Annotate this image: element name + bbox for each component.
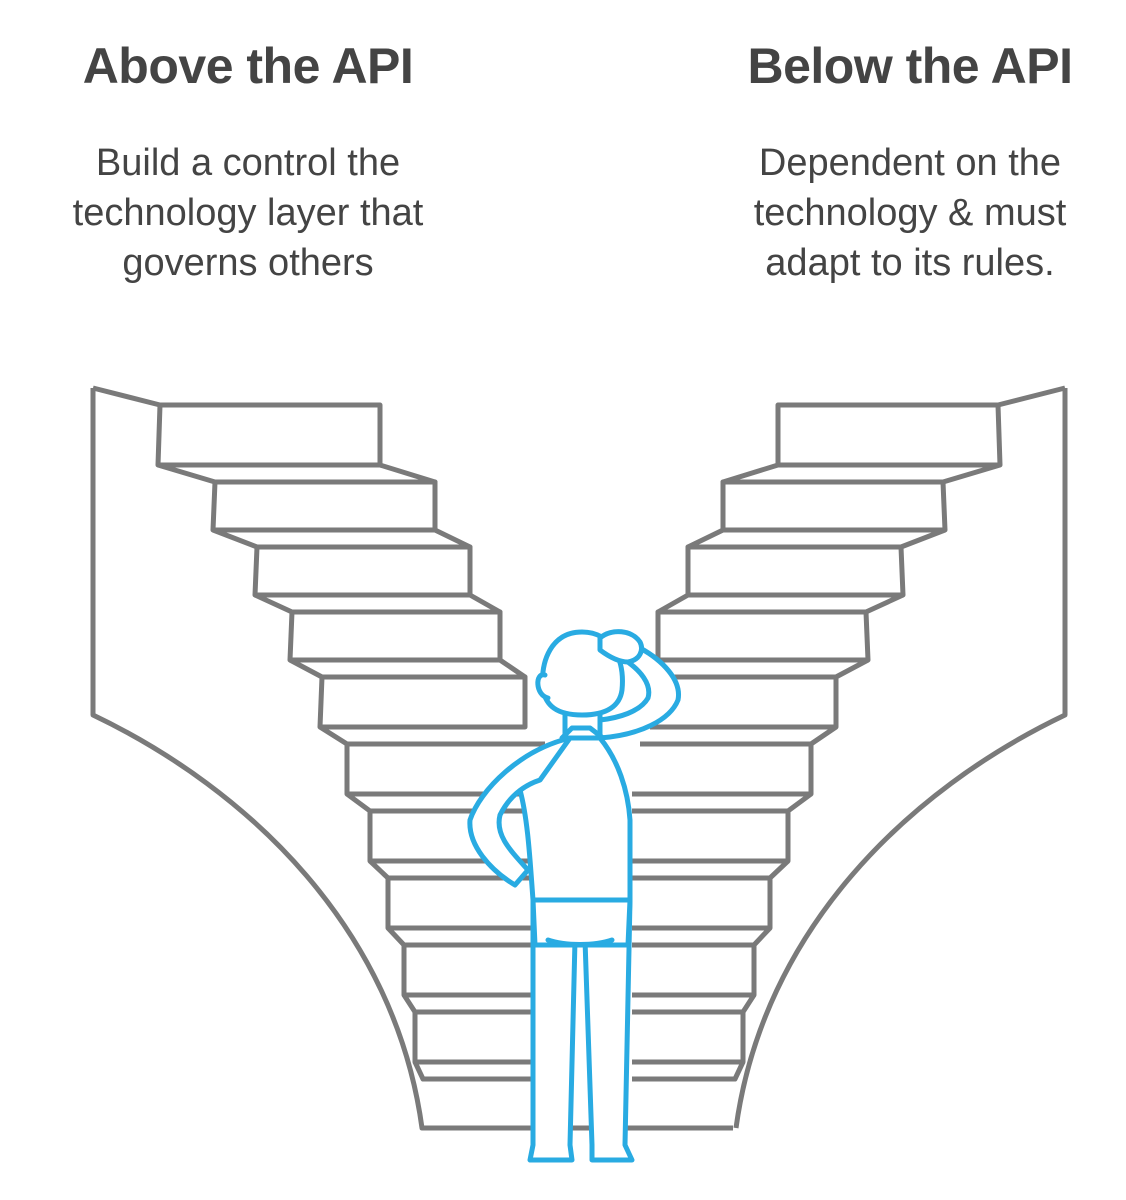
- left-staircase-wall-top: [92, 385, 161, 408]
- below-api-description: Dependent on the technology & must adapt…: [670, 102, 1126, 288]
- thinking-person-icon: [467, 629, 681, 1163]
- right-stair-steps: [632, 402, 1003, 1082]
- below-api-description-line: adapt to its rules.: [765, 242, 1055, 284]
- above-api-column: Above the API Build a control the techno…: [8, 30, 488, 288]
- right-staircase: [632, 385, 1068, 1129]
- above-api-title: Above the API: [82, 38, 414, 94]
- person-ear-left: [535, 672, 551, 701]
- right-staircase-wall: [733, 388, 1068, 1129]
- below-api-title: Below the API: [747, 38, 1073, 94]
- above-api-description-line: Build a control the: [95, 142, 401, 184]
- person-left-arm: [467, 735, 573, 888]
- below-api-description-line: technology & must: [753, 192, 1067, 234]
- left-staircase: [90, 385, 733, 1131]
- left-stair-steps: [155, 402, 580, 1082]
- below-api-description-line: Dependent on the: [758, 142, 1062, 184]
- above-api-description: Build a control the technology layer tha…: [8, 102, 488, 288]
- below-api-column: Below the API Dependent on the technolog…: [670, 30, 1126, 288]
- above-api-description-line: governs others: [122, 242, 374, 284]
- person-collar: [559, 725, 606, 741]
- person-hand: [597, 629, 644, 665]
- left-staircase-wall: [90, 388, 733, 1131]
- above-api-description-line: technology layer that: [72, 192, 424, 234]
- person-seat-line: [545, 937, 615, 947]
- right-staircase-wall-top: [997, 385, 1066, 408]
